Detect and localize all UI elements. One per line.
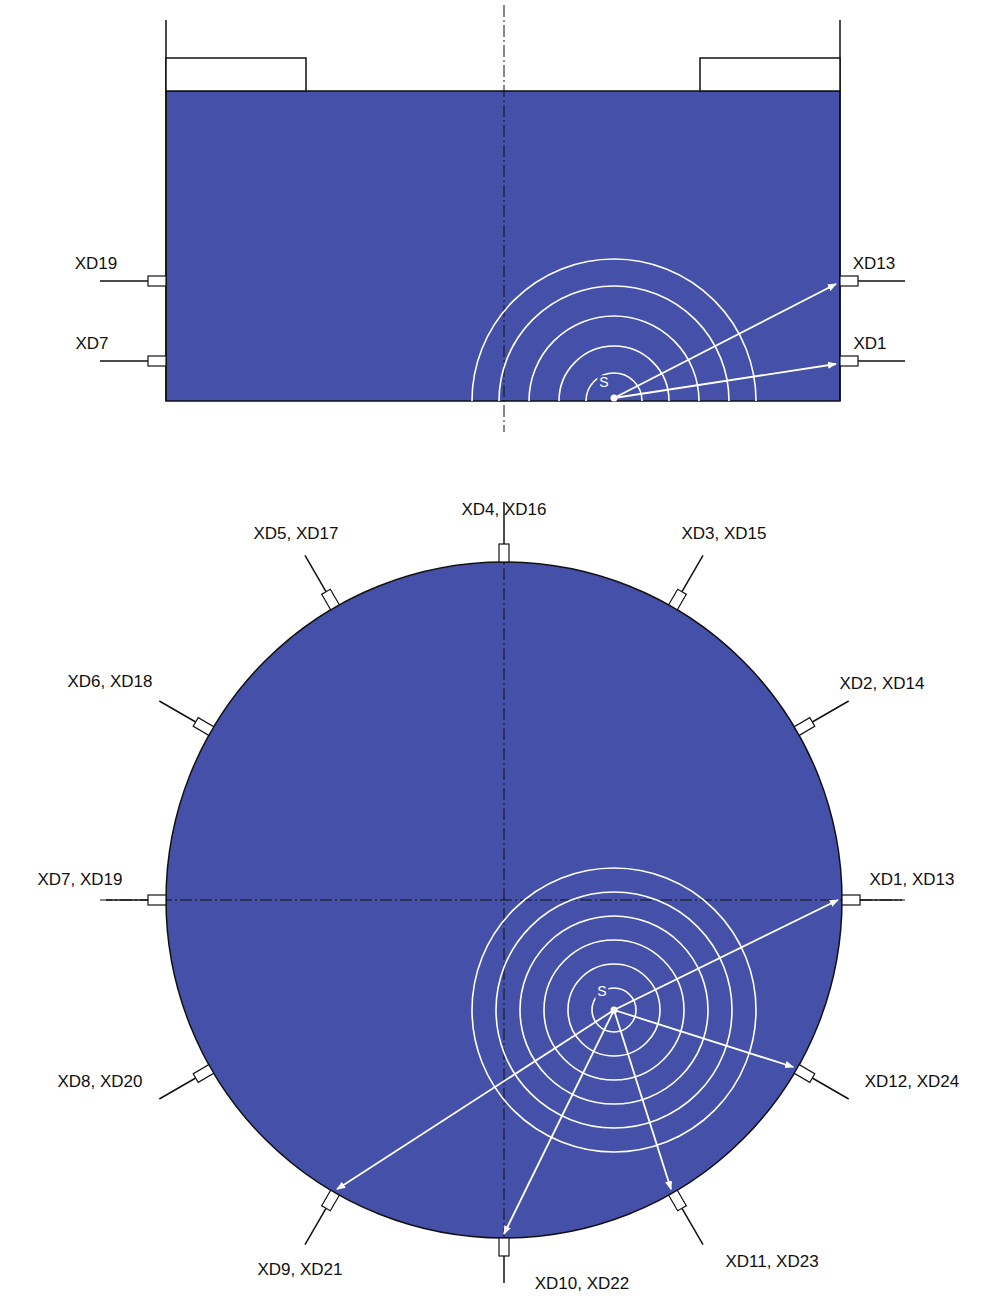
- sensor-label: XD1, XD13: [869, 871, 954, 890]
- wave-fronts: [472, 868, 756, 1152]
- sensor-label: XD6, XD18: [67, 673, 152, 692]
- source-label: S: [595, 984, 608, 999]
- top-view: [100, 502, 905, 1283]
- tank-rim: [166, 58, 306, 91]
- sensor-label: XD7, XD19: [37, 871, 122, 890]
- wave-rays: [337, 900, 838, 1234]
- sensor-label: XD1: [853, 335, 886, 354]
- sensor-label: XD13: [853, 255, 896, 274]
- sensor-label: XD19: [75, 255, 118, 274]
- wave-ray: [614, 284, 836, 398]
- tank-water: [166, 91, 840, 401]
- source-label: S: [597, 375, 610, 390]
- source-point: [611, 1007, 618, 1014]
- sensor-label: XD9, XD21: [257, 1261, 342, 1280]
- sensor-label: XD11, XD23: [725, 1253, 818, 1272]
- sensor-label: XD10, XD22: [535, 1275, 630, 1294]
- sensor-label: XD8, XD20: [57, 1073, 142, 1092]
- sensor-label: XD7: [75, 335, 108, 354]
- sensor-label: XD3, XD15: [681, 525, 766, 544]
- sensors: [106, 502, 902, 1283]
- sensor-label: XD4, XD16: [461, 501, 546, 520]
- sensors: [100, 276, 905, 366]
- side-view: [100, 5, 905, 543]
- wave-ray: [614, 364, 836, 398]
- sensor-label: XD12, XD24: [865, 1073, 960, 1092]
- centerline: [100, 900, 905, 901]
- sensor-label: XD5, XD17: [253, 525, 338, 544]
- sensor-label: XD2, XD14: [839, 675, 924, 694]
- tank-rim: [700, 58, 840, 91]
- wave-fronts: [472, 259, 756, 401]
- source-point: [611, 395, 618, 402]
